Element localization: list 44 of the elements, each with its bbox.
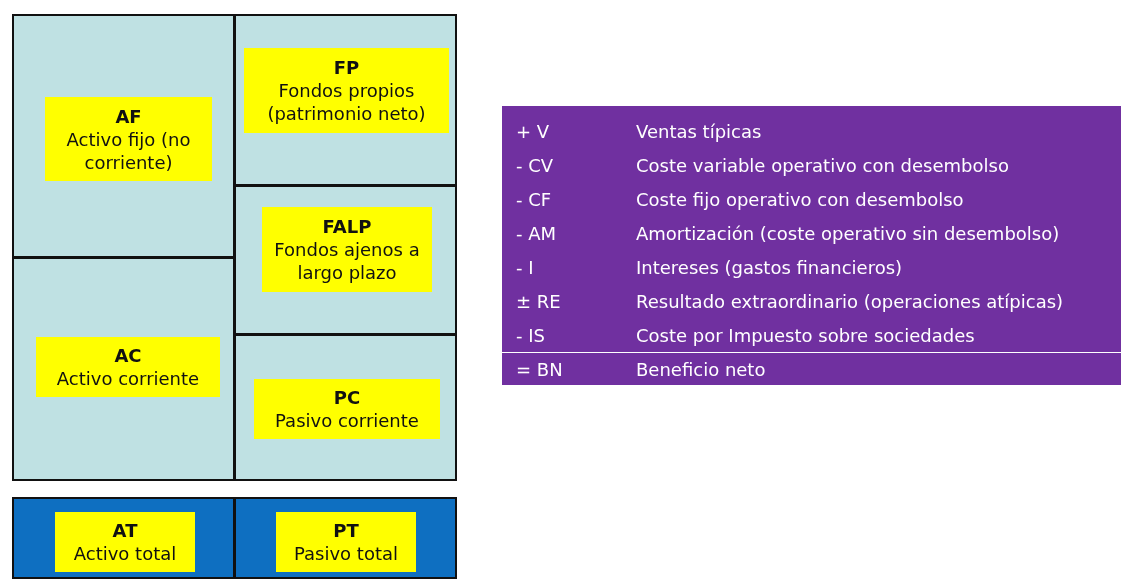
item-description: Ventas típicas [636,120,763,142]
table-cell [12,14,235,258]
label-heading: PC [333,386,361,409]
item-description: Intereses (gastos financieros) [636,256,904,278]
table-cell [12,497,235,579]
item-code: - CV [516,154,555,176]
item-code: ± RE [516,290,562,312]
item-code: - AM [516,222,558,244]
label-heading: FP [333,56,360,79]
table-cell [12,257,235,481]
label-heading: AC [114,344,142,367]
item-description: Coste fijo operativo con desembolso [636,188,965,210]
label-heading: AT [112,519,138,542]
label-heading: PT [333,519,359,542]
label-text: Fondos propios (patrimonio neto) [266,79,427,125]
table-cell [234,497,457,579]
label-text: Pasivo corriente [275,409,419,432]
label-heading: FALP [322,215,372,238]
item-description: Coste por Impuesto sobre sociedades [636,324,976,346]
label-box [262,207,432,292]
label-box [36,337,220,397]
label-box [244,48,449,133]
table-cell [234,14,457,186]
label-text: Activo fijo (no corriente) [65,127,192,174]
label-text: Activo corriente [56,367,200,390]
item-description: Beneficio neto [622,352,1121,386]
label-text: Activo total [73,542,177,565]
label-box [276,512,416,572]
item-code: - I [516,256,535,278]
item-code: - CF [516,188,553,210]
label-heading: AF [115,104,142,128]
item-code: + V [516,120,551,142]
item-code: = BN [502,352,636,386]
label-box [45,97,212,181]
table-cell [234,334,457,481]
item-description: Amortización (coste operativo sin desembolso) [636,222,1061,244]
label-text: Fondos ajenos a largo plazo [273,238,421,284]
item-code: - IS [516,324,546,346]
item-description: Resultado extraordinario (operaciones atípicas) [636,290,1065,312]
label-text: Pasivo total [294,542,398,565]
label-box [254,379,440,439]
item-description: Coste variable operativo con desembolso [636,154,1010,176]
table-cell [234,185,457,335]
label-box [55,512,195,572]
